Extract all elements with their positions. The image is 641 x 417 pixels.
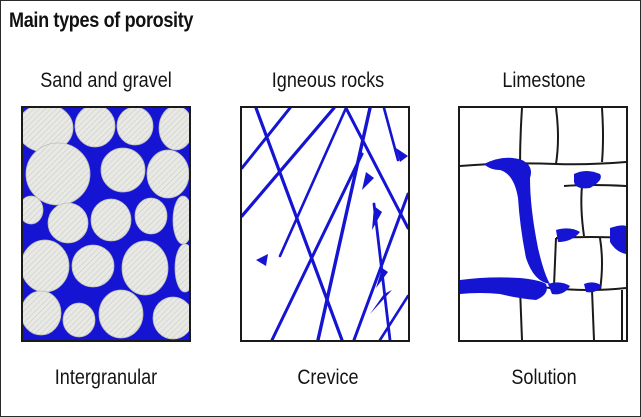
grain: [101, 148, 145, 192]
heading-igneous-rocks: Igneous rocks: [246, 69, 409, 93]
heading-sand-and-gravel: Sand and gravel: [24, 69, 187, 93]
solution-illustration: [460, 108, 626, 340]
limestone-rock: [460, 108, 626, 340]
grain: [122, 241, 168, 295]
intergranular-illustration: [23, 108, 189, 340]
grain: [23, 240, 69, 292]
grain: [75, 108, 115, 147]
heading-limestone: Limestone: [462, 69, 625, 93]
grain: [72, 245, 114, 287]
grain: [23, 291, 61, 335]
panel-solution: [458, 106, 628, 342]
bedding-plane: [564, 185, 626, 186]
crevice-illustration: [242, 108, 408, 340]
caption-intergranular: Intergranular: [24, 366, 187, 390]
grain: [91, 199, 131, 241]
grain: [63, 303, 95, 337]
grain: [153, 297, 189, 339]
grain: [23, 196, 43, 224]
sand-grains: [23, 108, 189, 339]
grain: [147, 150, 189, 198]
grain: [117, 108, 153, 145]
figure-title: Main types of porosity: [9, 9, 193, 33]
panel-intergranular: [21, 106, 191, 342]
caption-crevice: Crevice: [246, 366, 409, 390]
grain: [26, 143, 90, 205]
joint: [602, 108, 603, 162]
grain: [99, 290, 143, 338]
panel-crevice: [240, 106, 410, 342]
caption-solution: Solution: [462, 366, 625, 390]
grain: [48, 203, 88, 243]
grain: [135, 198, 167, 234]
